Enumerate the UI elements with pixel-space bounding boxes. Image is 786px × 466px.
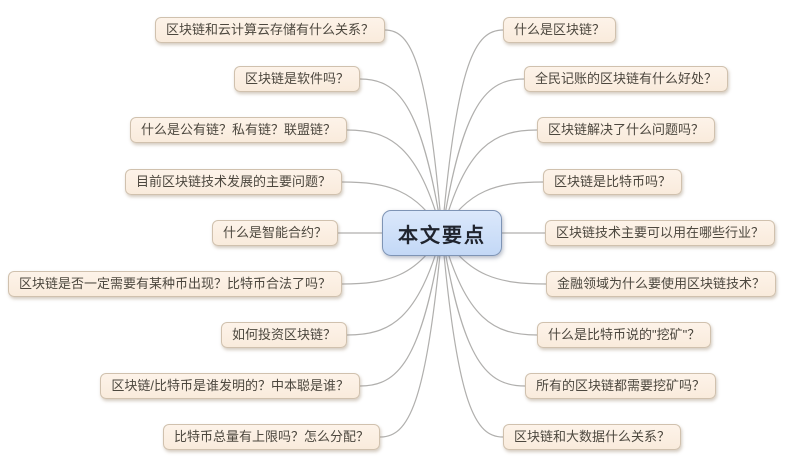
topic-node-left-6[interactable]: 区块链是否一定需要有某种币出现？比特币合法了吗？ <box>7 271 342 297</box>
topic-node-right-7[interactable]: 什么是比特币说的"挖矿"？ <box>537 322 712 348</box>
topic-node-right-6[interactable]: 金融领域为什么要使用区块链技术？ <box>546 271 777 297</box>
topic-node-right-4[interactable]: 区块链是比特币吗？ <box>543 169 683 195</box>
topic-node-left-8[interactable]: 区块链/比特币是谁发明的？中本聪是谁？ <box>100 373 360 399</box>
topic-node-left-9[interactable]: 比特币总量有上限吗？怎么分配？ <box>162 424 380 450</box>
topic-node-right-1[interactable]: 什么是区块链？ <box>503 17 617 43</box>
topic-node-right-2[interactable]: 全民记账的区块链有什么好处？ <box>524 66 729 92</box>
topic-node-right-9[interactable]: 区块链和大数据什么关系？ <box>503 424 682 450</box>
topic-node-right-5[interactable]: 区块链技术主要可以用在哪些行业？ <box>545 220 776 246</box>
topic-node-left-7[interactable]: 如何投资区块链？ <box>220 322 347 348</box>
topic-node-left-5[interactable]: 什么是智能合约？ <box>211 220 338 246</box>
topic-node-left-1[interactable]: 区块链和云计算云存储有什么关系？ <box>154 17 385 43</box>
topic-node-left-3[interactable]: 什么是公有链？私有链？联盟链？ <box>129 117 347 143</box>
topic-node-right-3[interactable]: 区块链解决了什么问题吗？ <box>537 117 716 143</box>
central-topic-node[interactable]: 本文要点 <box>382 210 502 256</box>
topic-node-left-4[interactable]: 目前区块链技术发展的主要问题？ <box>124 169 342 195</box>
topic-node-left-2[interactable]: 区块链是软件吗？ <box>233 66 360 92</box>
topic-node-right-8[interactable]: 所有的区块链都需要挖矿吗？ <box>525 373 717 399</box>
